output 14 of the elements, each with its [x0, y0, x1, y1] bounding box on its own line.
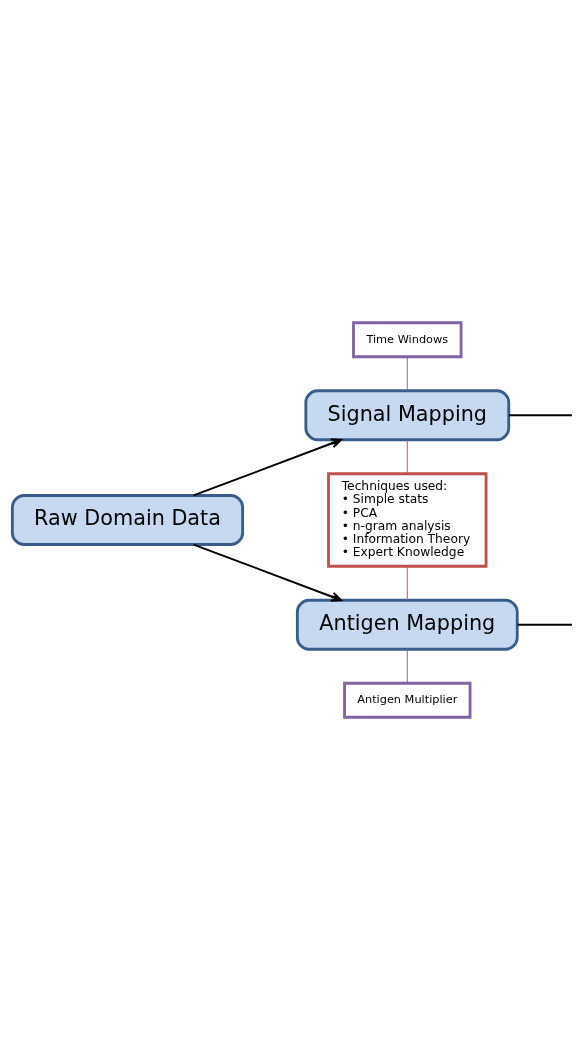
connector	[516, 623, 573, 626]
connector	[406, 565, 408, 601]
node-box: Raw Domain Data	[10, 494, 245, 546]
node-box: Antigen Multiplier	[343, 681, 472, 719]
node-box: Time Windows	[352, 321, 463, 359]
node-box: Antigen Mapping	[295, 598, 519, 651]
node-box: Signal Mapping	[304, 389, 511, 442]
arrow	[192, 543, 343, 602]
connector	[406, 439, 408, 474]
node-box: Techniques used: • Simple stats • PCA • n-gram analysis • Information Theory • Expert Knowledge	[327, 472, 488, 568]
connector	[508, 414, 573, 417]
connector	[406, 356, 408, 391]
arrow	[192, 438, 343, 497]
connector	[406, 648, 408, 684]
